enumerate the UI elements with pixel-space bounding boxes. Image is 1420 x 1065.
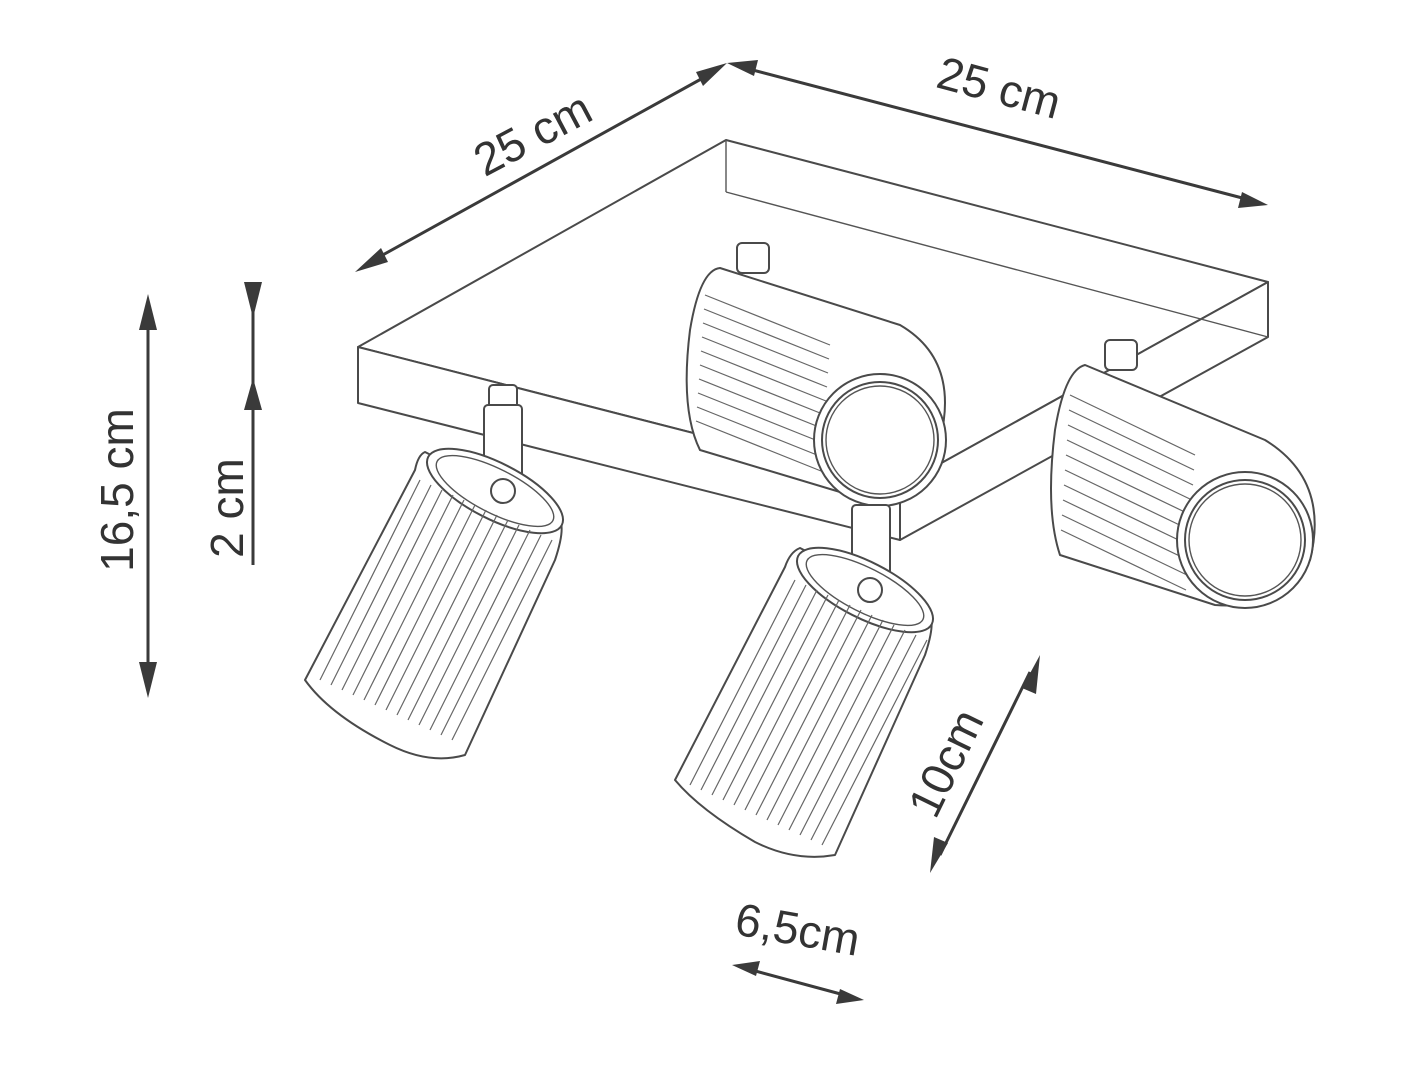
- width-label: 25 cm: [932, 46, 1066, 129]
- rib-line: [429, 529, 531, 731]
- rib-line: [777, 619, 884, 826]
- rib-line: [352, 494, 454, 696]
- rib-line: [407, 519, 509, 721]
- spotlight-left: [304, 384, 565, 760]
- rib-line: [418, 524, 520, 726]
- rib-line: [810, 634, 917, 841]
- rib-line: [821, 639, 928, 846]
- rib-line: [1063, 484, 1190, 546]
- rib-line: [695, 420, 822, 472]
- rib-line: [711, 589, 818, 796]
- rib-line: [1067, 424, 1194, 486]
- rib-line: [722, 594, 829, 801]
- plate-height-label: 2 cm: [201, 458, 253, 558]
- spot-diameter-dimension-arrow: [732, 961, 864, 1004]
- spot-diameter-label: 6,5cm: [732, 893, 864, 966]
- rib-line: [700, 584, 807, 791]
- total-height-label: 16,5 cm: [91, 408, 143, 572]
- rib-line: [1066, 439, 1193, 501]
- spotlight-right: [1050, 339, 1316, 609]
- rib-line: [699, 364, 826, 416]
- rib-line: [755, 609, 862, 816]
- rib-line: [701, 336, 828, 388]
- width-dimension-arrow: [727, 60, 1268, 208]
- rib-line: [319, 479, 421, 681]
- rib-line: [696, 406, 823, 458]
- rib-line: [1062, 499, 1189, 561]
- depth-dimension-arrow: [355, 63, 727, 272]
- rib-line: [703, 308, 830, 360]
- spot-length-label: 10cm: [898, 701, 994, 825]
- rib-line: [799, 629, 906, 836]
- rib-line: [396, 514, 498, 716]
- rib-line: [451, 539, 553, 741]
- rib-line: [698, 378, 825, 430]
- spotlight-front: [674, 504, 935, 858]
- rib-line: [788, 624, 895, 831]
- total-height-dimension-arrow: [139, 294, 157, 698]
- rib-line: [1061, 514, 1188, 576]
- rib-line: [689, 579, 796, 786]
- rib-line: [1060, 529, 1187, 591]
- rib-line: [385, 509, 487, 711]
- rib-line: [1069, 394, 1196, 456]
- rib-line: [697, 392, 824, 444]
- rib-line: [341, 489, 443, 691]
- plate-height-dimension-arrow: [244, 282, 262, 565]
- rib-line: [700, 350, 827, 402]
- rib-line: [330, 484, 432, 686]
- rib-line: [744, 604, 851, 811]
- rib-line: [702, 322, 829, 374]
- rib-line: [1065, 454, 1192, 516]
- rib-line: [704, 294, 831, 346]
- rib-line: [363, 499, 465, 701]
- spot-length-dimension-arrow: [930, 655, 1040, 873]
- rib-line: [1068, 409, 1195, 471]
- rib-line: [766, 614, 873, 821]
- rib-line: [1064, 469, 1191, 531]
- rib-line: [374, 504, 476, 706]
- spotlight-back: [685, 242, 947, 507]
- rib-line: [440, 534, 542, 736]
- rib-line: [733, 599, 840, 806]
